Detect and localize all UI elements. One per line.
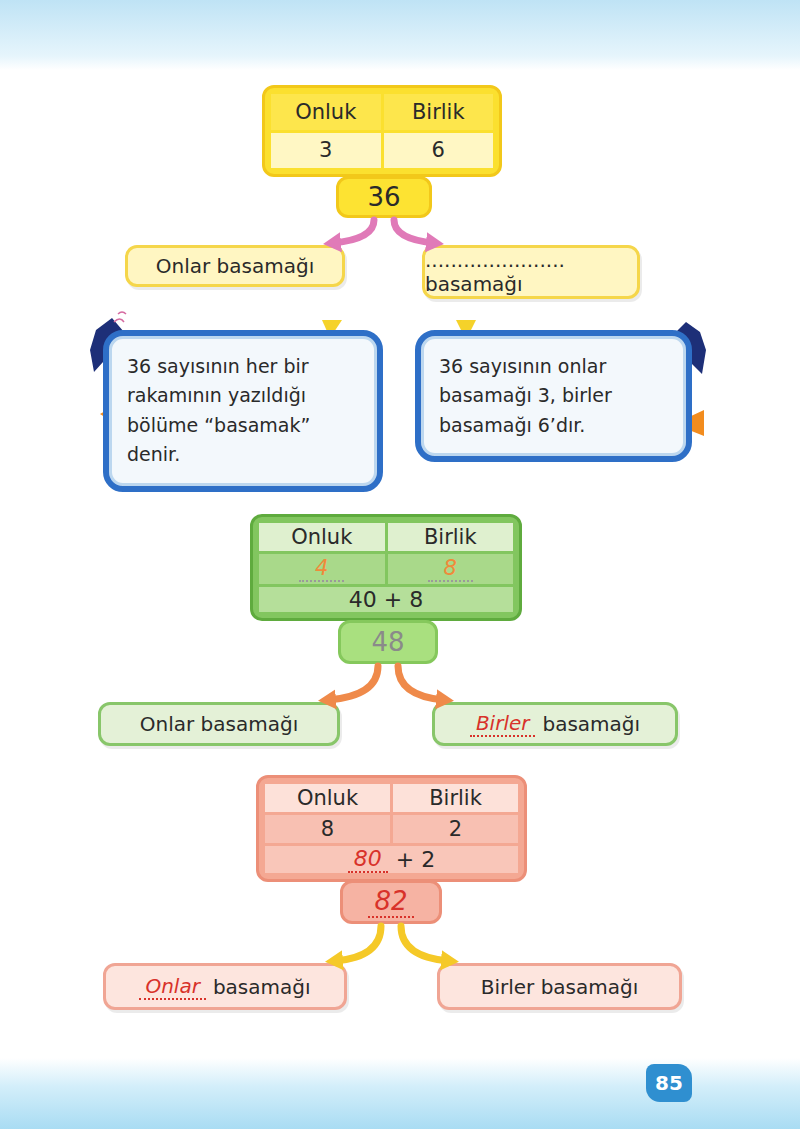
place-label-box: ...................... basamağı bbox=[422, 245, 640, 299]
place-label-box: Birlerbasamağı bbox=[432, 702, 678, 746]
expanded-form-row: 40 + 8 bbox=[259, 587, 513, 612]
column-header-cell: Onluk bbox=[259, 523, 385, 551]
place-label-box: Birler basamağı bbox=[437, 963, 682, 1010]
place-label-box: Onlar basamağı bbox=[98, 702, 340, 746]
curved-arrow bbox=[394, 220, 434, 243]
digit-cell: 8 bbox=[388, 554, 514, 584]
digit-cell: 6 bbox=[384, 133, 494, 169]
column-header: Onluk bbox=[291, 525, 352, 549]
digit: 8 bbox=[428, 556, 473, 582]
digit-cell: 2 bbox=[393, 815, 518, 843]
place-label: Onlar basamağı bbox=[140, 712, 298, 736]
column-header: Onluk bbox=[297, 786, 358, 810]
expanded-form: + 2 bbox=[396, 847, 435, 872]
number-box: 48 bbox=[338, 620, 438, 664]
digit: 2 bbox=[449, 817, 462, 841]
number-box: 36 bbox=[336, 176, 432, 218]
place-label: Birler bbox=[470, 711, 536, 737]
number-text: 48 bbox=[371, 627, 404, 657]
place-value-table: Onluk Birlik 4 840 + 8 bbox=[250, 514, 522, 621]
note-text: 36 sayısının her bir rakamının yazıldığı… bbox=[127, 352, 359, 470]
digit-cell: 3 bbox=[271, 133, 381, 169]
curved-arrow bbox=[335, 926, 381, 961]
digit: 4 bbox=[299, 556, 344, 582]
sparkle-decoration bbox=[114, 312, 126, 322]
column-header-cell: Birlik bbox=[384, 94, 494, 130]
expanded-form: 80 bbox=[348, 846, 388, 873]
expanded-form: 40 + 8 bbox=[349, 587, 423, 612]
curved-arrow bbox=[333, 220, 374, 243]
digit: 8 bbox=[321, 817, 334, 841]
page-number: 85 bbox=[646, 1064, 692, 1102]
digit: 3 bbox=[319, 138, 332, 162]
curved-arrow bbox=[401, 926, 449, 961]
number-text: 36 bbox=[367, 182, 400, 212]
column-header-cell: Onluk bbox=[271, 94, 381, 130]
column-header: Birlik bbox=[429, 786, 482, 810]
column-header-cell: Birlik bbox=[388, 523, 514, 551]
info-bubble: 36 sayısının her bir rakamının yazıldığı… bbox=[103, 330, 383, 492]
column-header-cell: Onluk bbox=[265, 784, 390, 812]
place-label-box: Onlar basamağı bbox=[103, 963, 347, 1010]
digit-cell: 8 bbox=[265, 815, 390, 843]
top-band bbox=[0, 0, 800, 70]
place-label: Birler basamağı bbox=[481, 975, 639, 999]
expanded-form-row: 80 + 2 bbox=[265, 846, 518, 873]
place-label-box: Onlar basamağı bbox=[125, 245, 345, 287]
curved-arrow bbox=[328, 666, 378, 700]
column-header: Birlik bbox=[412, 100, 465, 124]
place-label: basamağı bbox=[542, 712, 640, 736]
digit-cell: 4 bbox=[259, 554, 385, 584]
number-box: 82 bbox=[340, 880, 442, 924]
column-header-cell: Birlik bbox=[393, 784, 518, 812]
number-text: 82 bbox=[368, 886, 413, 918]
column-header: Birlik bbox=[424, 525, 477, 549]
place-label: basamağı bbox=[213, 975, 311, 999]
place-label: Onlar basamağı bbox=[156, 254, 314, 278]
digit: 6 bbox=[432, 138, 445, 162]
curved-arrow bbox=[398, 666, 444, 700]
note-text: 36 sayısının onlar basamağı 3, birler ba… bbox=[439, 352, 668, 440]
place-value-table: Onluk Birlik 8 2 80 + 2 bbox=[256, 775, 527, 882]
place-value-table: Onluk Birlik 3 6 bbox=[262, 85, 502, 177]
place-label: Onlar bbox=[139, 974, 205, 1000]
place-label: ...................... basamağı bbox=[425, 248, 637, 296]
column-header: Onluk bbox=[295, 100, 356, 124]
info-bubble: 36 sayısının onlar basamağı 3, birler ba… bbox=[415, 330, 692, 462]
